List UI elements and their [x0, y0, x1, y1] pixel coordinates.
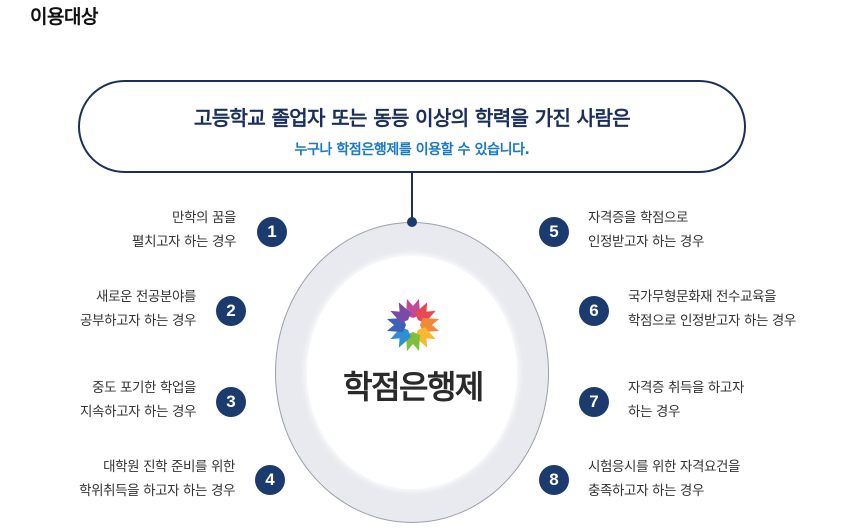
headline-sub: 누구나 학점은행제를 이용할 수 있습니다. — [294, 142, 530, 158]
number-badge-3: 3 — [216, 387, 246, 417]
flower-logo-icon — [387, 299, 439, 351]
section-title: 이용대상 — [30, 6, 98, 28]
item-6-line1: 국가무형문화재 전수교육을 — [628, 289, 777, 305]
item-6-line2: 학점으로 인정받고자 하는 경우 — [628, 313, 796, 329]
list-item-8: 시험응시를 위한 자격요건을 충족하고자 하는 경우 — [588, 455, 740, 503]
item-1-line2: 펼치고자 하는 경우 — [132, 234, 236, 250]
list-item-1: 만학의 꿈을 펼치고자 하는 경우 — [132, 206, 236, 254]
item-2-line1: 새로운 전공분야를 — [95, 289, 196, 305]
item-2-line2: 공부하고자 하는 경우 — [80, 313, 196, 329]
list-item-5: 자격증을 학점으로 인정받고자 하는 경우 — [588, 206, 704, 254]
center-inner-circle — [307, 256, 517, 489]
list-item-2: 새로운 전공분야를 공부하고자 하는 경우 — [80, 285, 196, 333]
item-3-line2: 지속하고자 하는 경우 — [80, 404, 196, 420]
headline-box: 고등학교 졸업자 또는 동등 이상의 학력을 가진 사람은 누구나 학점은행제를… — [78, 80, 746, 173]
connector-line — [411, 173, 413, 221]
item-5-line1: 자격증을 학점으로 — [588, 210, 689, 226]
list-item-7: 자격증 취득을 하고자 하는 경우 — [628, 376, 744, 424]
number-badge-7: 7 — [579, 387, 609, 417]
number-badge-2: 2 — [216, 296, 246, 326]
headline-main: 고등학교 졸업자 또는 동등 이상의 학력을 가진 사람은 — [193, 106, 631, 130]
item-8-line2: 충족하고자 하는 경우 — [588, 483, 704, 499]
connector-dot — [407, 217, 417, 227]
item-7-line1: 자격증 취득을 하고자 — [628, 380, 744, 396]
logo-text: 학점은행제 — [343, 368, 484, 406]
list-item-6: 국가무형문화재 전수교육을 학점으로 인정받고자 하는 경우 — [628, 285, 796, 333]
number-badge-4: 4 — [255, 465, 285, 495]
item-4-line2: 학위취득을 하고자 하는 경우 — [79, 483, 235, 499]
list-item-3: 중도 포기한 학업을 지속하고자 하는 경우 — [80, 376, 196, 424]
number-badge-6: 6 — [579, 296, 609, 326]
list-item-4: 대학원 진학 준비를 위한 학위취득을 하고자 하는 경우 — [79, 455, 235, 503]
number-badge-8: 8 — [539, 465, 569, 495]
item-5-line2: 인정받고자 하는 경우 — [588, 234, 704, 250]
number-badge-5: 5 — [539, 217, 569, 247]
item-1-line1: 만학의 꿈을 — [172, 210, 236, 226]
item-3-line1: 중도 포기한 학업을 — [92, 380, 196, 396]
item-7-line2: 하는 경우 — [628, 404, 680, 420]
number-badge-1: 1 — [257, 217, 287, 247]
item-4-line1: 대학원 진학 준비를 위한 — [103, 459, 235, 475]
item-8-line1: 시험응시를 위한 자격요건을 — [588, 459, 741, 475]
